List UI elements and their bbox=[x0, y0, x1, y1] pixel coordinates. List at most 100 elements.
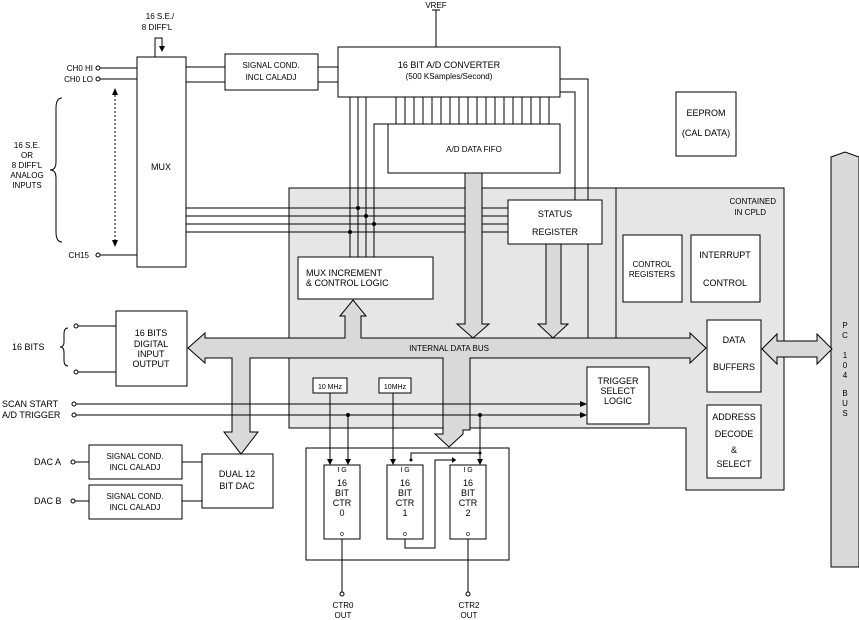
svg-text:REGISTERS: REGISTERS bbox=[629, 270, 675, 279]
svg-text:o: o bbox=[466, 531, 470, 538]
pc104-bus bbox=[830, 151, 859, 568]
svg-text:o: o bbox=[403, 531, 407, 538]
svg-text:BIT: BIT bbox=[335, 488, 350, 498]
svg-text:BIT DAC: BIT DAC bbox=[219, 481, 255, 491]
status-to-bus-arrow bbox=[536, 243, 570, 339]
svg-text:STATUS: STATUS bbox=[538, 209, 572, 219]
svg-text:U: U bbox=[842, 399, 848, 408]
svg-text:16 BIT A/D CONVERTER: 16 BIT A/D CONVERTER bbox=[398, 60, 501, 70]
svg-text:10MHz: 10MHz bbox=[384, 384, 407, 391]
fifo-block bbox=[387, 123, 561, 174]
ch15-label: CH15 bbox=[69, 251, 90, 260]
ch0-hi-label: CH0 HI bbox=[67, 64, 93, 73]
svg-text:DECODE: DECODE bbox=[715, 429, 754, 439]
ctr2-out-label-1: CTR2 bbox=[459, 601, 480, 610]
clock-10mhz-1 bbox=[378, 377, 412, 394]
svg-text:I G: I G bbox=[463, 467, 472, 474]
svg-text:CTR: CTR bbox=[333, 498, 352, 508]
svg-text:CONTROL: CONTROL bbox=[632, 260, 672, 269]
svg-text:INCL CALADJ: INCL CALADJ bbox=[110, 463, 161, 472]
svg-text:A/D DATA FIFO: A/D DATA FIFO bbox=[446, 145, 502, 154]
cpld-label-1: CONTAINED bbox=[729, 197, 776, 206]
svg-text:I G: I G bbox=[337, 467, 346, 474]
svg-text:1: 1 bbox=[843, 351, 848, 360]
svg-text:CTR: CTR bbox=[459, 498, 478, 508]
svg-text:I G: I G bbox=[400, 467, 409, 474]
svg-text:4: 4 bbox=[843, 371, 848, 380]
bits16-label: 16 BITS bbox=[12, 342, 45, 352]
counter-1-block bbox=[386, 464, 424, 540]
signal-cond-dac-b-block bbox=[88, 484, 183, 520]
fifo-to-bus-arrow bbox=[455, 172, 491, 339]
analog-label-3: 8 DIFF'L bbox=[12, 161, 43, 170]
internal-bus-label: INTERNAL DATA BUS bbox=[409, 344, 489, 353]
svg-text:16: 16 bbox=[463, 478, 473, 488]
svg-text:16 BITS: 16 BITS bbox=[135, 328, 168, 338]
trigger-select-block bbox=[586, 366, 650, 425]
ctr2-out-label-2: OUT bbox=[461, 611, 478, 620]
ctr0-out-label-2: OUT bbox=[335, 611, 352, 620]
svg-text:BUFFERS: BUFFERS bbox=[713, 362, 755, 372]
svg-text:1: 1 bbox=[402, 508, 407, 518]
svg-text:BIT: BIT bbox=[461, 488, 476, 498]
svg-text:P: P bbox=[842, 321, 847, 330]
adc-block bbox=[337, 46, 561, 98]
svg-text:B: B bbox=[842, 389, 847, 398]
analog-label-2: OR bbox=[21, 151, 33, 160]
dac-a-label: DAC A bbox=[34, 457, 61, 467]
svg-text:SIGNAL COND.: SIGNAL COND. bbox=[106, 492, 163, 501]
scan-start-label: SCAN START bbox=[2, 399, 59, 409]
analog-label-5: INPUTS bbox=[12, 181, 41, 190]
counter-0-block bbox=[323, 464, 361, 540]
svg-text:C: C bbox=[842, 331, 848, 340]
eeprom-block bbox=[675, 91, 737, 157]
svg-text:CTR: CTR bbox=[396, 498, 415, 508]
svg-text:(CAL DATA): (CAL DATA) bbox=[682, 128, 730, 138]
mux-increment-block bbox=[297, 256, 434, 300]
svg-text:LOGIC: LOGIC bbox=[604, 396, 633, 406]
pc104-bus-label: P C 1 0 4 B U S bbox=[842, 321, 848, 418]
svg-text:INCL CALADJ: INCL CALADJ bbox=[246, 73, 297, 82]
internal-data-bus bbox=[187, 299, 707, 455]
svg-text:DUAL 12: DUAL 12 bbox=[219, 469, 255, 479]
control-registers-block bbox=[622, 234, 683, 303]
analog-label-1: 16 S.E. bbox=[14, 141, 40, 150]
mux-block bbox=[136, 56, 187, 268]
svg-text:& CONTROL LOGIC: & CONTROL LOGIC bbox=[306, 278, 389, 288]
svg-text:DATA: DATA bbox=[723, 335, 746, 345]
svg-text:2: 2 bbox=[465, 508, 470, 518]
svg-text:TRIGGER: TRIGGER bbox=[597, 376, 639, 386]
svg-text:16: 16 bbox=[400, 478, 410, 488]
svg-text:0: 0 bbox=[843, 361, 848, 370]
svg-text:ADDRESS: ADDRESS bbox=[712, 412, 756, 422]
ctr0-out-label-1: CTR0 bbox=[333, 601, 354, 610]
status-register-block bbox=[507, 199, 603, 245]
svg-text:INTERRUPT: INTERRUPT bbox=[699, 250, 751, 260]
buffers-to-pc104-arrow bbox=[761, 332, 833, 366]
svg-text:REGISTER: REGISTER bbox=[532, 227, 579, 237]
svg-text:SELECT: SELECT bbox=[716, 459, 752, 469]
signal-cond-adc-block bbox=[224, 53, 319, 91]
svg-text:(500 KSamples/Second): (500 KSamples/Second) bbox=[406, 72, 493, 81]
svg-text:MUX INCREMENT: MUX INCREMENT bbox=[306, 268, 383, 278]
svg-text:S: S bbox=[842, 409, 847, 418]
svg-text:DIGITAL: DIGITAL bbox=[134, 339, 168, 349]
mux-label: MUX bbox=[151, 162, 171, 172]
svg-text:INCL CALADJ: INCL CALADJ bbox=[110, 503, 161, 512]
interrupt-control-block bbox=[690, 234, 761, 303]
analog-label-4: ANALOG bbox=[10, 171, 43, 180]
svg-text:SIGNAL COND.: SIGNAL COND. bbox=[242, 61, 299, 70]
svg-text:EEPROM: EEPROM bbox=[686, 108, 725, 118]
vref-label: VREF bbox=[425, 1, 446, 10]
svg-text:BIT: BIT bbox=[398, 488, 413, 498]
adc-fifo-lines bbox=[395, 97, 550, 124]
svg-text:16: 16 bbox=[337, 478, 347, 488]
ad-trigger-label: A/D TRIGGER bbox=[2, 410, 61, 420]
data-buffers-block bbox=[706, 319, 762, 393]
address-decode-block bbox=[706, 404, 762, 479]
svg-text:SELECT: SELECT bbox=[600, 386, 636, 396]
svg-text:10 MHz: 10 MHz bbox=[318, 384, 343, 391]
dac-b-label: DAC B bbox=[34, 496, 62, 506]
ch0-lo-label: CH0 LO bbox=[64, 75, 93, 84]
